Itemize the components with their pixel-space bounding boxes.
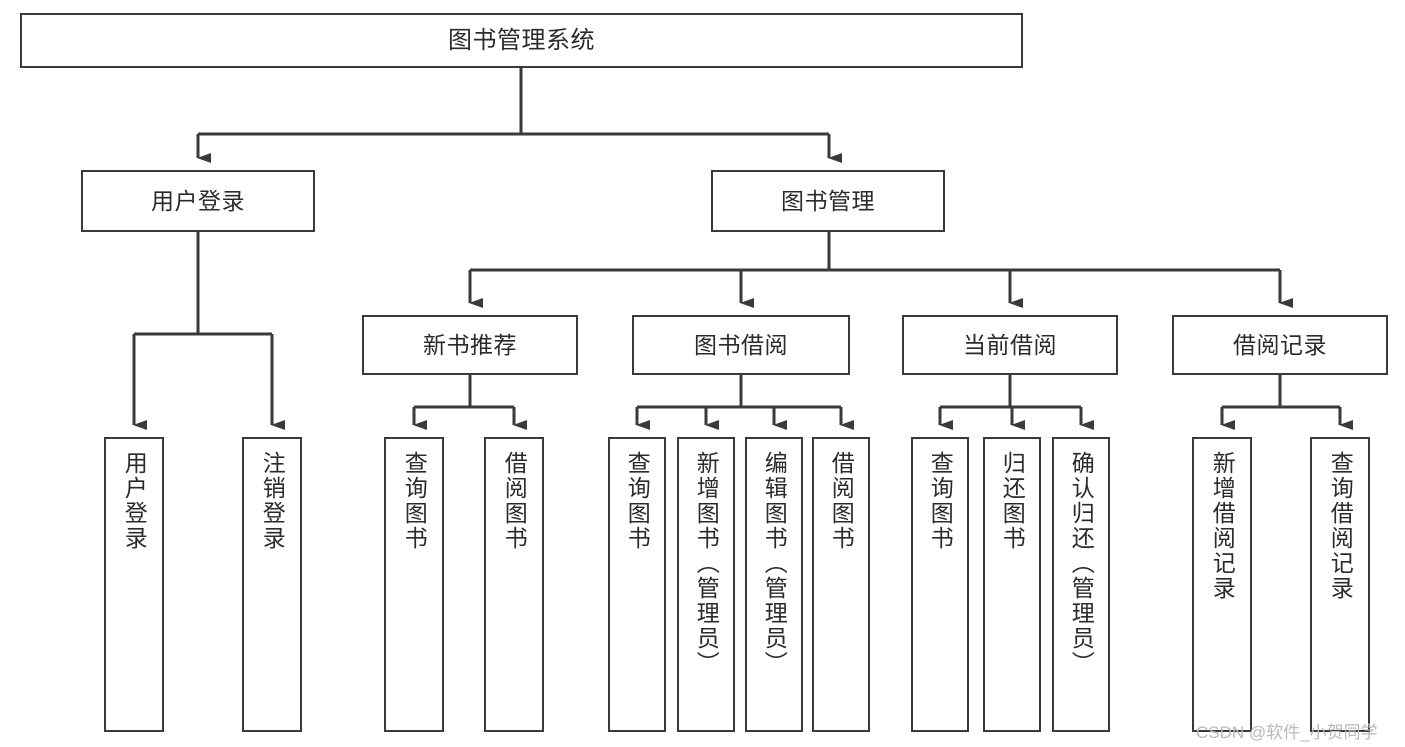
node-label: 借阅图书 [828, 451, 855, 551]
node-label: 注销登录 [259, 451, 286, 551]
node-f3: 查询图书 [384, 437, 444, 732]
node-f2: 注销登录 [242, 437, 302, 732]
node-f12: 新增借阅记录 [1192, 437, 1252, 732]
node-l3d: 借阅记录 [1172, 315, 1388, 375]
node-f1: 用户登录 [104, 437, 164, 732]
node-l3a: 新书推荐 [362, 315, 578, 375]
node-label: 归还图书 [999, 451, 1026, 551]
node-label: 查询图书 [624, 451, 651, 551]
node-label: 借阅图书 [501, 451, 528, 551]
node-label: 当前借阅 [963, 331, 1057, 358]
node-l2a: 用户登录 [81, 170, 315, 232]
node-label: 查询图书 [927, 451, 954, 551]
node-f9: 查询图书 [911, 437, 969, 732]
node-label: 图书借阅 [694, 331, 788, 358]
node-label: 新增借阅记录 [1209, 451, 1236, 601]
node-f8: 借阅图书 [812, 437, 870, 732]
node-label: 确认归还（管理员） [1068, 451, 1095, 676]
node-label: 查询借阅记录 [1327, 451, 1354, 601]
node-root: 图书管理系统 [20, 13, 1023, 68]
node-label: 查询图书 [401, 451, 428, 551]
node-f7: 编辑图书（管理员） [745, 437, 803, 732]
node-label: 新书推荐 [423, 331, 517, 358]
node-l3c: 当前借阅 [902, 315, 1118, 375]
node-label: 新增图书（管理员） [693, 451, 720, 676]
node-f6: 新增图书（管理员） [677, 437, 735, 732]
node-label: 图书管理系统 [448, 26, 595, 54]
node-f13: 查询借阅记录 [1310, 437, 1370, 732]
node-l2b: 图书管理 [711, 170, 945, 232]
node-label: 编辑图书（管理员） [761, 451, 788, 676]
node-label: 借阅记录 [1233, 331, 1327, 358]
node-label: 图书管理 [781, 187, 875, 214]
node-l3b: 图书借阅 [632, 315, 850, 375]
node-f10: 归还图书 [983, 437, 1041, 732]
node-f5: 查询图书 [608, 437, 666, 732]
csdn-watermark: CSDN @软件_小贺同学 [1196, 723, 1378, 742]
node-f4: 借阅图书 [484, 437, 544, 732]
node-label: 用户登录 [151, 187, 245, 214]
node-f11: 确认归还（管理员） [1052, 437, 1110, 732]
node-label: 用户登录 [121, 451, 148, 551]
